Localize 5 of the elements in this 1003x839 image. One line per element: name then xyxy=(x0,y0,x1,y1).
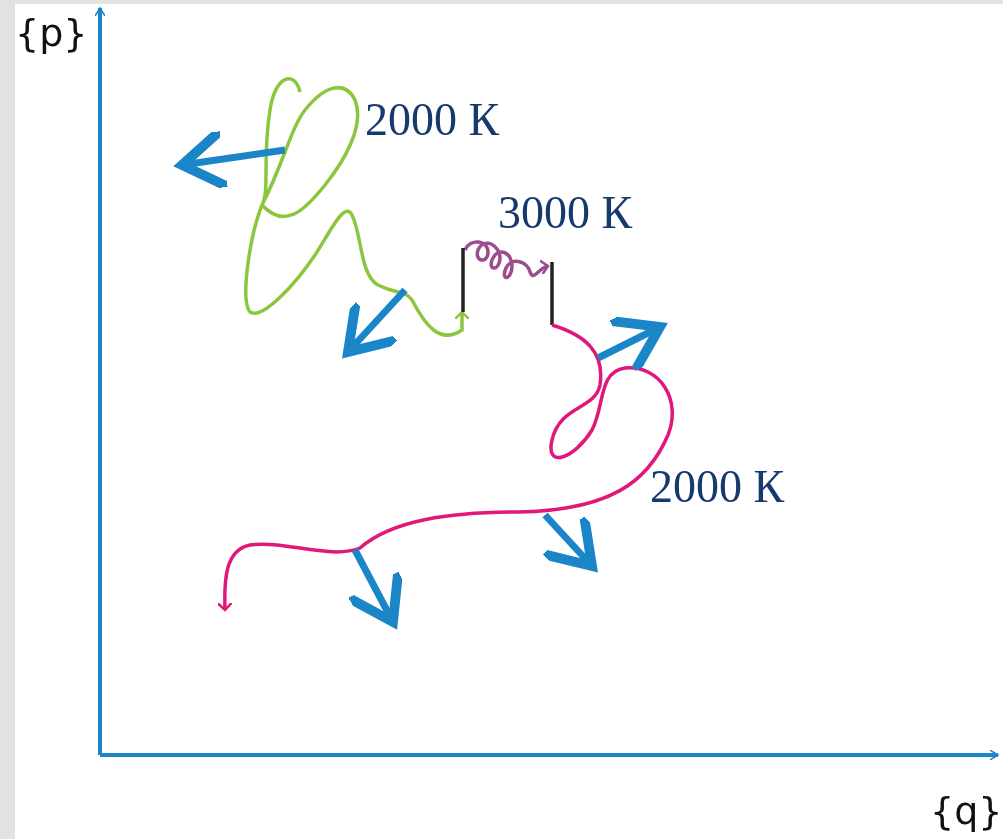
axis-label: {p} xyxy=(15,14,88,52)
axis-label: {q} xyxy=(930,792,1003,830)
temperature-label: 2000 К xyxy=(650,464,785,510)
temperature-label: 2000 К xyxy=(365,97,500,143)
temperature-label: 3000 К xyxy=(498,190,633,236)
